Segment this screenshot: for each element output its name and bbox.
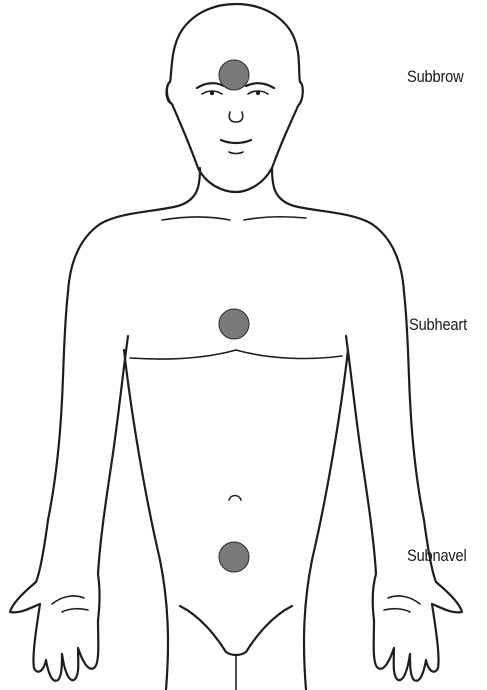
subheart-marker [219,309,249,339]
right-inner-arm [346,336,376,574]
subbrow-label: Subbrow [407,67,464,87]
lower-lip [229,152,243,154]
right-collarbone [244,217,306,220]
left-waist [124,350,168,690]
subnavel-label: Subnavel [407,546,467,566]
right-waist [304,350,348,690]
chest-line [130,350,342,359]
torso-outline-right [272,168,436,582]
subheart-label: Subheart [409,315,467,335]
right-ear [298,82,303,106]
left-inner-arm [98,336,128,574]
navel [229,496,241,501]
torso-outline [36,168,200,582]
right-hand [373,574,462,681]
mouth [221,140,251,143]
left-palm-crease [52,596,84,604]
subnavel-marker [219,542,249,572]
groin-line [180,606,292,655]
left-eyebrow [197,83,224,88]
right-eyebrow [246,83,274,88]
head-outline [167,4,303,192]
nose [229,112,243,122]
left-collarbone [162,217,230,220]
left-pupil [210,91,214,95]
left-hand [10,574,100,681]
subbrow-marker [219,60,249,90]
right-pupil [256,91,260,95]
left-palm-crease-2 [62,609,88,612]
right-palm-crease-2 [384,609,410,612]
right-palm-crease [388,596,420,604]
